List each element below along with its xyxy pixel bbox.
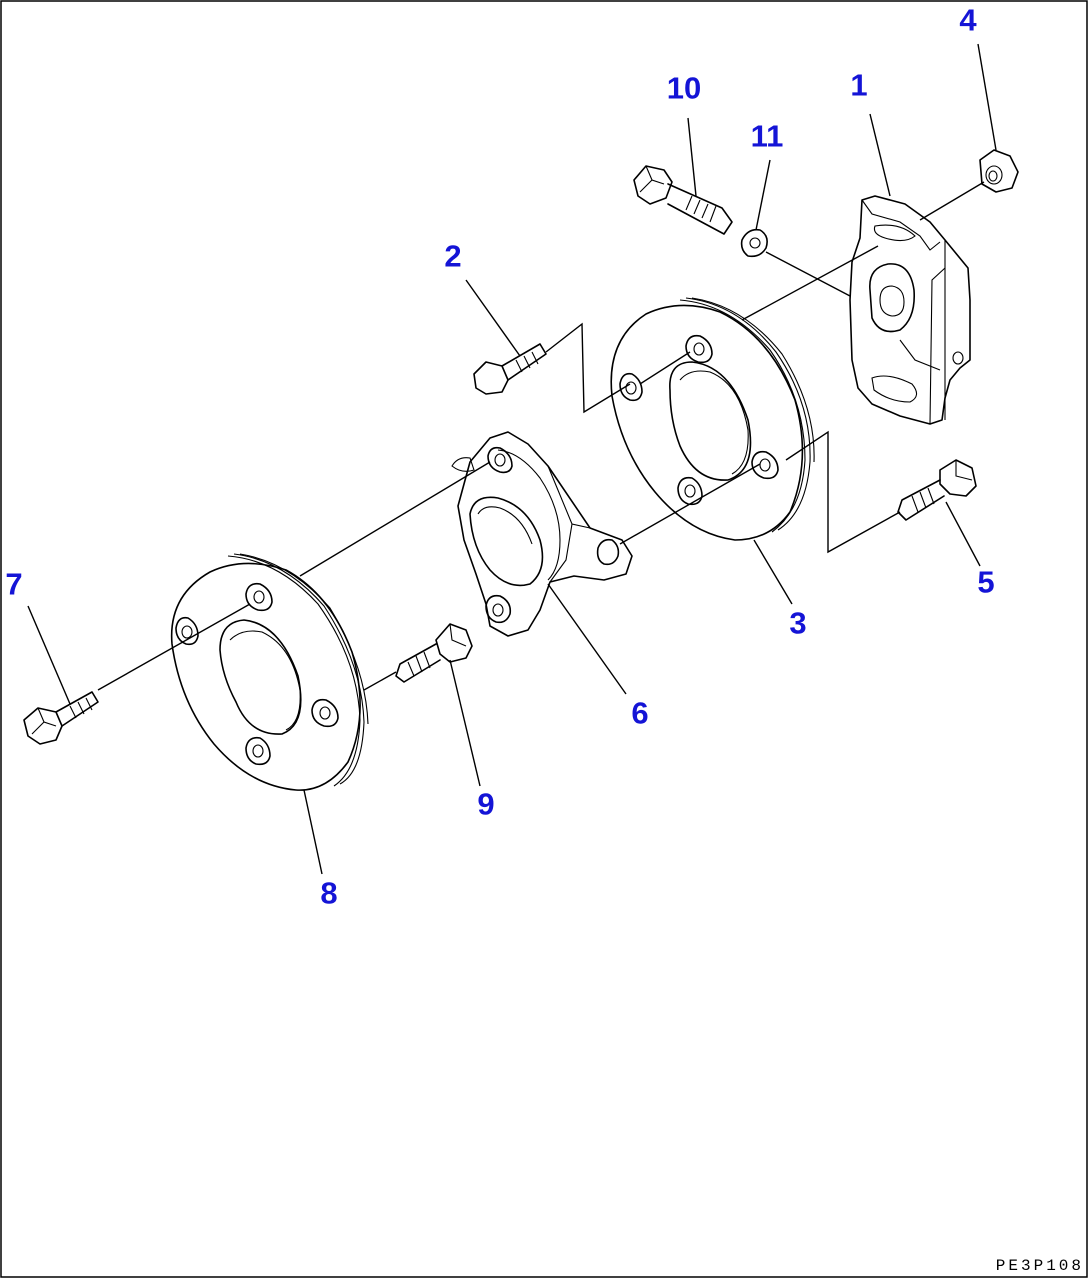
part-4-nut (979, 149, 1019, 193)
assembly-lines (97, 181, 985, 691)
part-3-flange (610, 297, 815, 541)
callout-1: 1 (850, 67, 868, 103)
part-8-flange (170, 553, 369, 791)
part-5-bolt (897, 459, 977, 521)
callout-10: 10 (666, 70, 702, 106)
callout-8: 8 (320, 875, 338, 911)
callout-7: 7 (5, 566, 23, 602)
part-10-bolt (633, 165, 733, 235)
part-6-elbow (451, 431, 633, 637)
drawing-code: PE3P108 (995, 1257, 1084, 1275)
part-1-bracket (849, 195, 971, 425)
callout-6: 6 (631, 695, 649, 731)
callout-9: 9 (477, 786, 495, 822)
part-7-bolt (23, 691, 99, 745)
part-11-washer (740, 228, 768, 258)
callout-leaders (27, 43, 997, 875)
callout-11: 11 (750, 118, 784, 154)
callout-5: 5 (977, 564, 995, 600)
callout-3: 3 (789, 605, 807, 641)
callout-2: 2 (444, 238, 462, 274)
part-2-bolt (473, 343, 547, 395)
callout-4: 4 (959, 2, 977, 38)
part-9-bolt (395, 623, 473, 683)
